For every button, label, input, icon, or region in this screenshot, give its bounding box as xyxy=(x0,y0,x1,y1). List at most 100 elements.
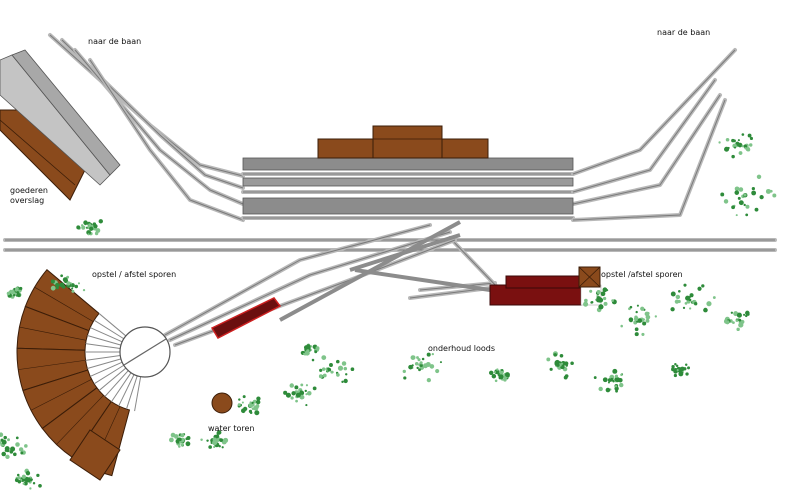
tree-dot xyxy=(249,401,252,404)
tree-dot xyxy=(745,310,750,316)
tree-dot xyxy=(759,195,764,200)
tree-dot xyxy=(748,143,753,147)
tree-dot xyxy=(212,440,218,446)
tree-dot xyxy=(254,410,260,416)
tree-dot xyxy=(634,332,639,337)
tree-dot xyxy=(341,361,347,366)
roundhouse-ridge-4 xyxy=(56,395,104,445)
tree-dot xyxy=(221,439,227,445)
tree-dot xyxy=(213,445,216,449)
tree-dot xyxy=(689,307,692,310)
foliage xyxy=(0,133,777,490)
radial-track-3 xyxy=(87,334,122,346)
tree-dot xyxy=(731,205,735,210)
tree-dot xyxy=(416,356,419,359)
tree-dot xyxy=(311,358,315,362)
tree-dot xyxy=(83,221,86,224)
tree-dot xyxy=(20,451,24,455)
tree-dot xyxy=(675,294,681,300)
tree-dot xyxy=(737,196,741,200)
maintenance-shed xyxy=(489,266,602,306)
rail-15 xyxy=(449,237,501,291)
tree-dot xyxy=(735,214,738,217)
tree-dot xyxy=(772,193,777,198)
tree-dot xyxy=(741,133,745,136)
tree-dot xyxy=(86,230,92,235)
tree-dot xyxy=(635,310,638,314)
tree-dot xyxy=(59,282,65,288)
tree-dot xyxy=(756,174,762,180)
tree-dot xyxy=(25,470,31,476)
tree-dot xyxy=(218,445,221,448)
tree-dot xyxy=(674,299,679,304)
radial-track-2 xyxy=(89,327,123,343)
tree-dot xyxy=(712,296,716,299)
tree-dot xyxy=(95,228,101,233)
tree-dot xyxy=(318,374,323,379)
tree-dot xyxy=(21,474,26,479)
tree-dot xyxy=(683,283,687,287)
tree-dot xyxy=(185,437,189,441)
label-to-line-left: naar de baan xyxy=(88,37,142,46)
tree-dot xyxy=(15,436,19,440)
tree-dot xyxy=(343,366,348,371)
tree-dot xyxy=(678,289,681,293)
tree-dot xyxy=(641,332,645,336)
roundhouse xyxy=(16,269,142,481)
tree-dot xyxy=(723,199,729,204)
tree-dot xyxy=(673,368,678,372)
radial-track-7 xyxy=(87,358,122,370)
tree-dot xyxy=(596,290,601,295)
tree-dot xyxy=(330,370,334,374)
tree-dot xyxy=(602,377,608,383)
tree-dot xyxy=(745,314,748,318)
label-storage-tracks-right: opstel /afstel sporen xyxy=(601,270,683,279)
tree-dot xyxy=(306,390,312,396)
tree-dot xyxy=(252,399,257,404)
tree-dot xyxy=(336,373,340,377)
tree-dot xyxy=(640,306,645,311)
tree-dot xyxy=(734,190,740,195)
tree-dot xyxy=(418,368,421,372)
tree-dot xyxy=(32,482,36,485)
tree-dot xyxy=(16,473,20,477)
tree-dot xyxy=(634,327,639,332)
tree-dot xyxy=(70,283,75,288)
tree-dot xyxy=(675,364,679,368)
tree-dot xyxy=(25,477,31,483)
tree-dot xyxy=(546,357,551,362)
tree-dot xyxy=(617,378,620,381)
tree-dot xyxy=(735,319,739,322)
tree-dot xyxy=(738,200,744,206)
tree-dot xyxy=(92,222,97,226)
roundhouse-ridge-3 xyxy=(30,379,92,411)
tree-dot xyxy=(671,367,675,372)
roundhouse-ridge-0 xyxy=(34,286,94,322)
tree-dot xyxy=(496,368,499,371)
tree-dot xyxy=(674,363,677,366)
headshunt-1 xyxy=(349,233,461,272)
water-tower xyxy=(211,392,233,414)
tree-dot xyxy=(731,138,735,143)
tree-dot xyxy=(295,392,301,398)
tree-dot xyxy=(175,438,181,444)
tree-dot xyxy=(439,361,442,364)
tree-dot xyxy=(501,369,504,372)
tree-dot xyxy=(0,432,4,438)
tree-dot xyxy=(305,384,309,387)
tree-dot xyxy=(754,207,759,212)
tree-dot xyxy=(238,398,241,401)
tree-dot xyxy=(16,291,20,295)
tree-dot xyxy=(1,451,6,457)
rail-11 xyxy=(572,94,721,205)
tree-dot xyxy=(688,295,691,299)
tree-dot xyxy=(315,346,320,351)
tree-dot xyxy=(634,315,638,319)
tree-dot xyxy=(237,403,241,407)
tree-dot xyxy=(216,431,221,435)
tree-dot xyxy=(564,361,569,366)
radial-track-8 xyxy=(89,361,123,377)
radial-track-11 xyxy=(104,370,129,397)
tree-dot xyxy=(421,357,425,361)
